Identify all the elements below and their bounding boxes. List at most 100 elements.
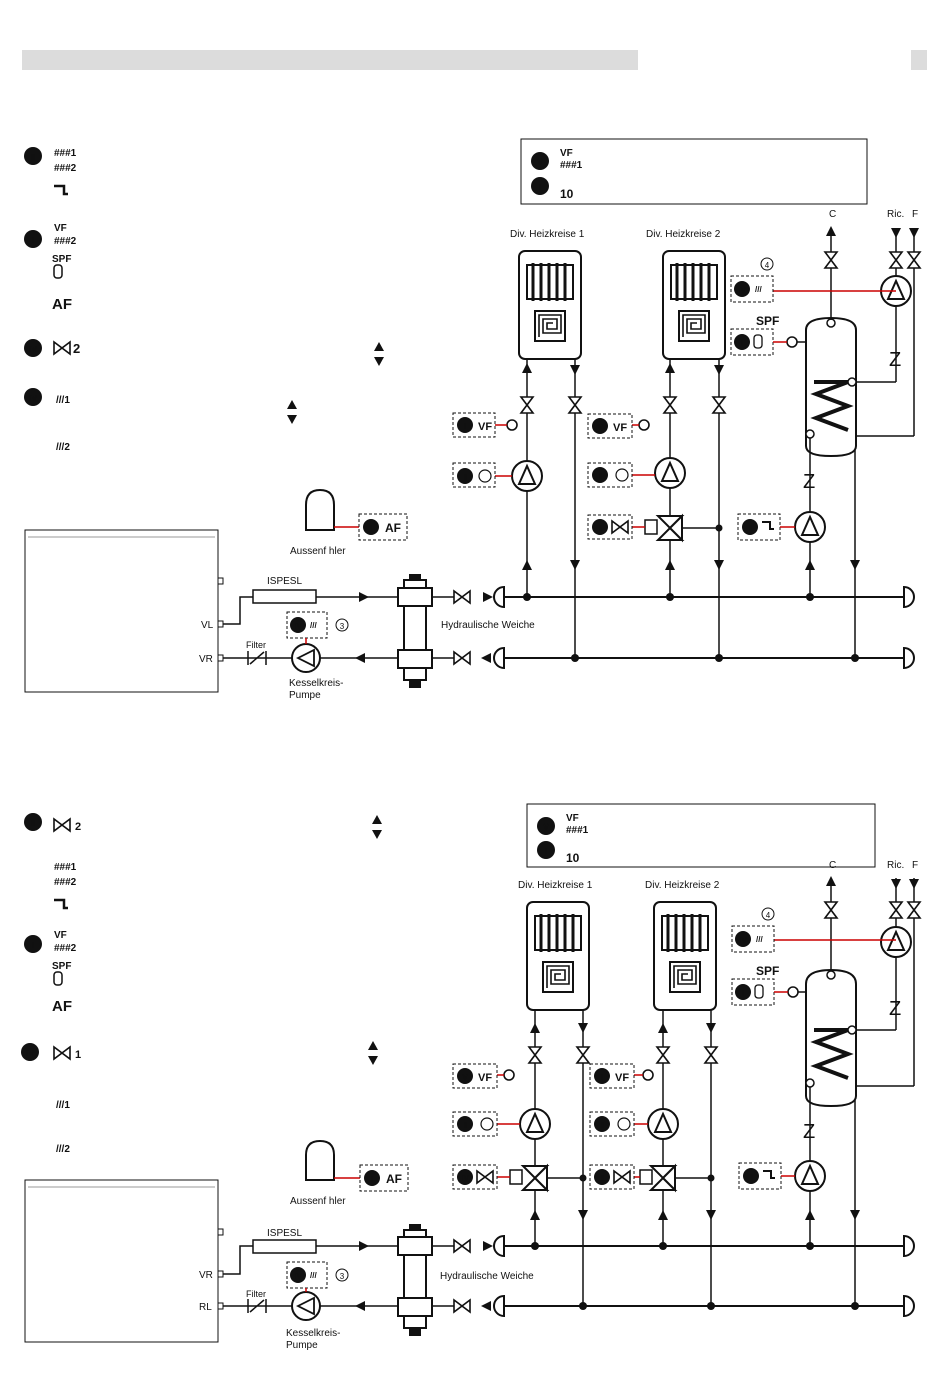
outdoor-sensor: I AF — [305, 488, 408, 541]
f-label: F — [912, 860, 918, 871]
pump-hk2 — [654, 457, 686, 489]
svg-text:IV: IV — [739, 936, 747, 945]
svg-text:Z: Z — [889, 998, 901, 1020]
controller-box-dhw: II — [737, 513, 781, 541]
info-box: V VF ###1 I 10 — [526, 803, 876, 868]
svg-text:IV: IV — [738, 286, 746, 295]
number-3: 3 — [340, 622, 345, 631]
weiche-label: Hydraulische Weiche — [441, 620, 535, 631]
svg-text:VF: VF — [54, 930, 67, 941]
svg-text:AF: AF — [52, 998, 72, 1015]
badge-iv — [24, 388, 42, 406]
info-box: V VF ###1 I 10 — [520, 138, 868, 205]
number-4: 4 — [766, 911, 771, 920]
svg-text:Z: Z — [803, 471, 815, 493]
svg-text:Z: Z — [889, 349, 901, 371]
pump-label-2: Pumpe — [286, 1340, 318, 1351]
heizkreis-1-label: Div. Heizkreise 1 — [518, 880, 593, 891]
legend: II ###1 ###2 I VF ###2 SPF AF IV 2 IV //… — [24, 147, 384, 453]
controller-box-spf: I — [731, 978, 775, 1006]
boiler-pump — [291, 643, 321, 673]
updown-arrow-icon — [374, 342, 384, 366]
controller-box-vf2: I VF — [589, 1063, 635, 1089]
svg-text:I: I — [742, 989, 744, 998]
svg-text:II: II — [600, 1121, 604, 1130]
svg-text:AF: AF — [52, 296, 72, 313]
vr-label: VR — [199, 1270, 213, 1281]
svg-text:I: I — [601, 1073, 603, 1082]
badge-ii — [24, 147, 42, 165]
svg-text:10: 10 — [560, 187, 574, 201]
controller-box-mixer2: II — [587, 514, 633, 540]
mixer-hk2 — [657, 515, 683, 541]
boiler-pump — [291, 1291, 321, 1321]
svg-text:IV: IV — [29, 344, 38, 354]
heizkreis-2-label: Div. Heizkreise 2 — [646, 229, 721, 240]
spf-label: SPF — [756, 314, 779, 328]
heizkreis-2-label: Div. Heizkreise 2 — [645, 880, 720, 891]
svg-text:VF: VF — [566, 813, 579, 824]
c-label: C — [829, 860, 836, 871]
vl-label: VL — [201, 620, 214, 631]
svg-text:V: V — [597, 423, 603, 432]
controller-box-vf1: V VF — [452, 1063, 498, 1089]
svg-text:II: II — [30, 152, 35, 162]
svg-text:IV: IV — [294, 1272, 302, 1281]
svg-text:II: II — [600, 1174, 604, 1183]
storage-tank — [805, 968, 857, 1108]
svg-text:I: I — [464, 422, 466, 431]
svg-text:///: /// — [310, 1271, 317, 1280]
svg-text:10: 10 — [566, 851, 580, 865]
svg-text:///2: ///2 — [56, 442, 70, 453]
svg-text:###2: ###2 — [54, 943, 77, 954]
svg-text:###2: ###2 — [54, 163, 77, 174]
hydraulic-separator — [397, 1224, 433, 1336]
ric-label: Ric. — [887, 209, 904, 220]
vf-label: VF — [613, 422, 627, 434]
svg-text:VF: VF — [54, 223, 67, 234]
boiler: VR RL — [24, 1179, 224, 1343]
controller-box-dhw: II — [738, 1162, 782, 1190]
svg-text:///2: ///2 — [56, 1144, 70, 1155]
badge-iv — [24, 339, 42, 357]
svg-text:V: V — [462, 1073, 468, 1082]
svg-text:///1: ///1 — [56, 395, 70, 406]
svg-text:I: I — [32, 940, 35, 950]
number-3: 3 — [340, 1272, 345, 1281]
legend: II 2 ###1 ###2 I VF ###2 SPF AF IV 1 ///… — [21, 813, 382, 1155]
mixer-valve-icon — [53, 341, 71, 355]
badge-i — [24, 230, 42, 248]
weiche-label: Hydraulische Weiche — [440, 1271, 534, 1282]
svg-text:2: 2 — [73, 341, 80, 356]
svg-text:///1: ///1 — [56, 1100, 70, 1111]
vf-label: VF — [478, 421, 492, 433]
svg-text:V: V — [537, 157, 543, 167]
svg-text:///: /// — [755, 285, 762, 294]
pump-label-1: Kesselkreis- — [286, 1328, 340, 1339]
ric-label: Ric. — [887, 860, 904, 871]
pump-label-2: Pumpe — [289, 690, 321, 701]
diagram-2: II 2 ###1 ###2 I VF ###2 SPF AF IV 1 ///… — [21, 803, 921, 1351]
controller-box-pump1: II — [452, 462, 496, 488]
svg-text:###2: ###2 — [54, 877, 77, 888]
ispesl-label: ISPESL — [267, 1228, 302, 1239]
c-label: C — [829, 209, 836, 220]
svg-text:II: II — [463, 1121, 467, 1130]
svg-text:IV: IV — [29, 393, 38, 403]
heizkreis-1-label-bound: Div. Heizkreise 1 — [510, 229, 585, 240]
svg-text:I: I — [370, 524, 372, 533]
number-4: 4 — [765, 261, 770, 270]
svg-text:###1: ###1 — [560, 160, 583, 171]
svg-text:1: 1 — [75, 1049, 81, 1061]
af-label: AF — [386, 1172, 402, 1186]
spf-label: SPF — [756, 964, 779, 978]
svg-text:II: II — [598, 472, 602, 481]
aussen-label: Aussenf hler — [290, 1196, 346, 1207]
aussen-label: Aussenf hler — [290, 546, 346, 557]
controller-box-pump2: II — [587, 462, 633, 488]
svg-text:II: II — [463, 473, 467, 482]
controller-box-vf1: I VF — [452, 412, 496, 438]
controller-box-pump1: II — [452, 1111, 498, 1137]
svg-text:###1: ###1 — [54, 148, 77, 159]
